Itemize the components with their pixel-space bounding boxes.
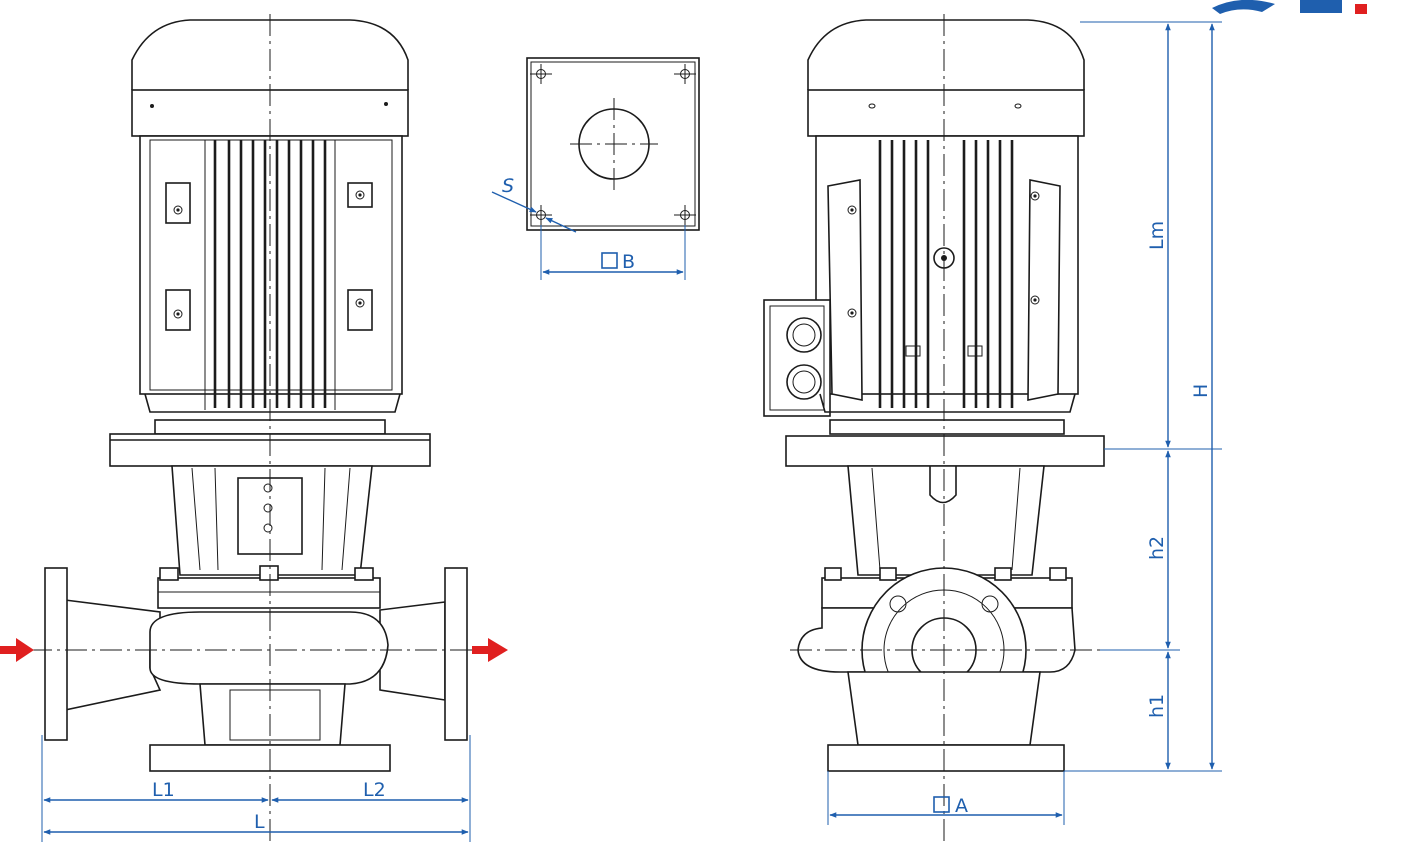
- dim-label-A: A: [955, 795, 968, 817]
- logo-fragment: [1212, 0, 1367, 14]
- flange-plate-view: [526, 57, 700, 231]
- dim-label-H: H: [1190, 384, 1212, 398]
- dim-label-L1: L1: [152, 779, 175, 801]
- square-symbol-icon-b: [601, 252, 618, 269]
- flow-in-arrow: [0, 638, 34, 662]
- square-symbol-icon-a: [933, 796, 950, 813]
- dim-label-S: S: [502, 175, 514, 197]
- pump-front-view: [44, 19, 468, 772]
- motor-fins-side: [878, 140, 1014, 408]
- dim-label-L: L: [254, 811, 265, 833]
- dim-label-L2: L2: [363, 779, 386, 801]
- dim-label-B: B: [622, 251, 635, 273]
- pump-side-view: [763, 19, 1105, 772]
- motor-fins: [213, 140, 327, 408]
- dim-label-Lm: Lm: [1146, 221, 1168, 250]
- dim-label-h1: h1: [1146, 694, 1168, 718]
- flow-out-arrow: [472, 638, 508, 662]
- dim-label-h2: h2: [1146, 536, 1168, 560]
